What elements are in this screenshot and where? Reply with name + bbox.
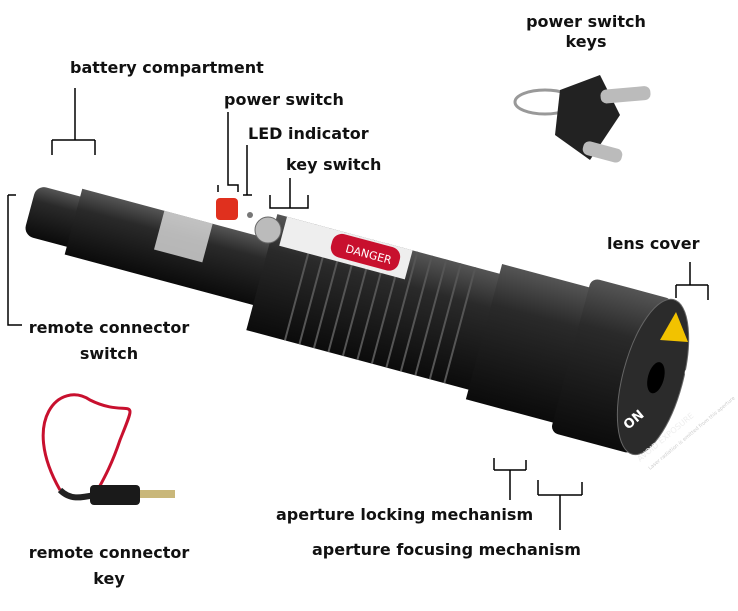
- leader-lines: [7, 88, 709, 530]
- label-power-switch: power switch: [224, 90, 344, 109]
- remote-connector-key: [41, 393, 175, 505]
- label-battery-compartment: battery compartment: [70, 58, 264, 77]
- laser-pointer: DANGER: [25, 187, 690, 456]
- label-remote-connector-switch: remote connector switch: [24, 318, 194, 364]
- label-lens-cover: lens cover: [607, 234, 700, 253]
- label-line: remote connector: [28, 543, 190, 562]
- label-line: switch: [79, 344, 139, 363]
- label-aperture-focusing: aperture focusing mechanism: [312, 540, 581, 559]
- label-line: remote connector: [28, 318, 190, 337]
- power-switch: [216, 198, 238, 220]
- key-switch: [254, 216, 282, 244]
- label-led-indicator: LED indicator: [248, 124, 369, 143]
- aperture-hole: [647, 362, 665, 394]
- label-key-switch: key switch: [286, 155, 382, 174]
- label-sticker: [154, 210, 213, 263]
- label-remote-connector-key: remote connector key: [24, 543, 194, 589]
- label-power-switch-keys: power switch keys: [516, 12, 656, 52]
- led-indicator: [247, 212, 253, 218]
- label-line: keys: [565, 32, 607, 51]
- label-line: key: [93, 569, 125, 588]
- power-switch-keys: [513, 75, 651, 163]
- label-line: power switch: [526, 12, 646, 31]
- label-aperture-locking: aperture locking mechanism: [276, 505, 534, 524]
- warning-triangle-icon: [660, 312, 688, 342]
